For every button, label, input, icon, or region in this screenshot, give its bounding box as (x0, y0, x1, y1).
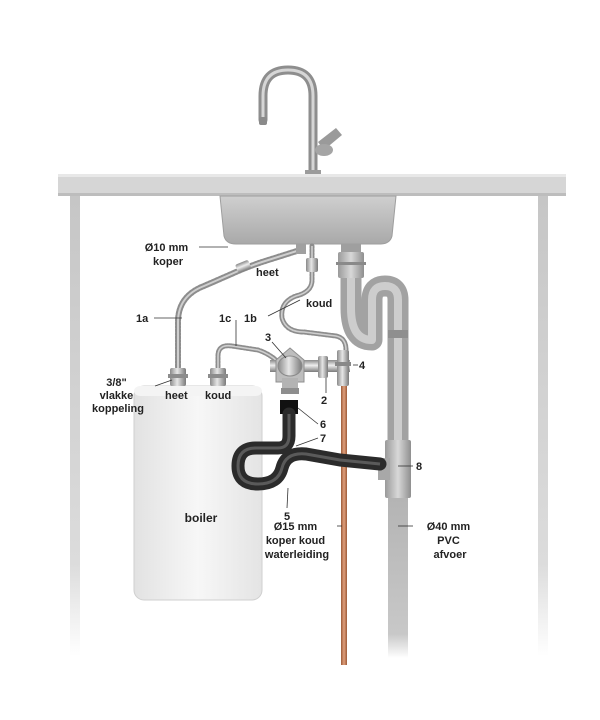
label-boiler: boiler (185, 511, 218, 525)
label-coupling: 3/8" vlakke koppeling (92, 377, 144, 415)
label-15mm-koper: Ø15 mm koper koud waterleiding (264, 521, 329, 561)
label-6: 6 (320, 419, 326, 431)
pvc-drain (340, 275, 411, 658)
label-heet-top: heet (256, 267, 279, 279)
label-1b: 1b (244, 313, 257, 325)
label-7: 7 (320, 433, 326, 445)
boiler-tank (133, 385, 263, 601)
label-4: 4 (359, 360, 366, 372)
black-drain-hose (231, 400, 387, 491)
countertop (58, 174, 566, 196)
cabinet-right-wall (538, 196, 548, 656)
valve-assembly (270, 347, 351, 394)
label-5: 5 (284, 511, 290, 523)
faucet (258, 65, 342, 181)
label-koud-top: koud (306, 298, 332, 310)
copper-cold-pipe (341, 380, 347, 665)
label-3: 3 (265, 332, 271, 344)
label-koud-boiler: koud (205, 390, 231, 402)
leader-lines (154, 246, 413, 527)
cold-hose-1c (215, 343, 281, 373)
label-10mm-koper: Ø10 mm koper (145, 242, 191, 268)
label-8: 8 (416, 461, 422, 473)
cabinet-left-wall (70, 196, 80, 656)
label-1c: 1c (219, 313, 231, 325)
label-heet-boiler: heet (165, 390, 188, 402)
label-40mm-pvc: Ø40 mm PVC afvoer (427, 521, 473, 561)
sink-basin (219, 195, 397, 245)
label-2: 2 (321, 395, 327, 407)
label-1a: 1a (136, 313, 149, 325)
